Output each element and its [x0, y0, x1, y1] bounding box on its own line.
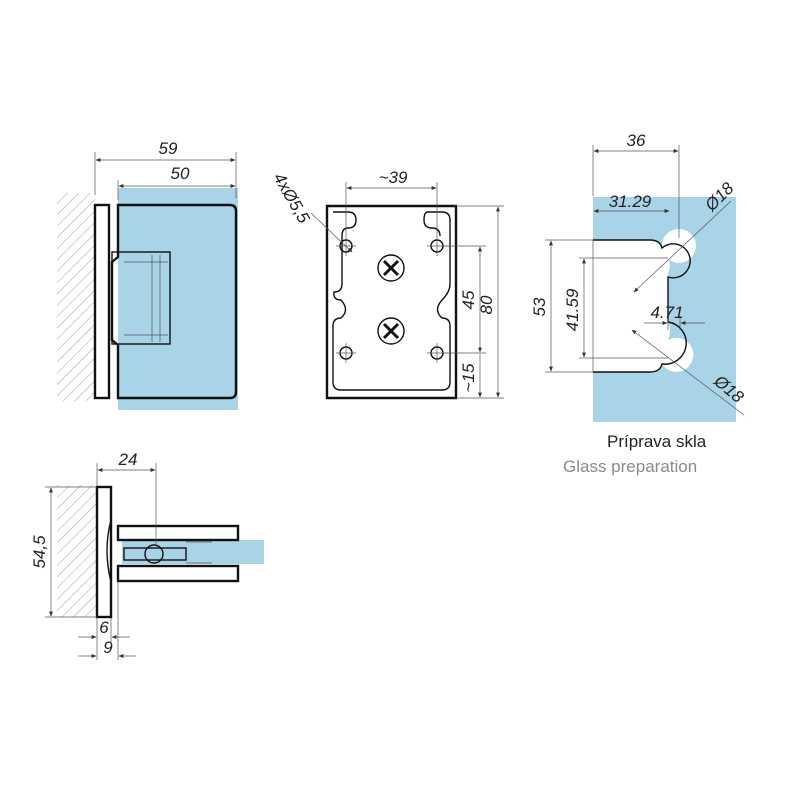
plate-view: ~39 4xØ5,5 80 45 ~15: [270, 168, 504, 400]
glass-panel: [118, 188, 238, 410]
dim-body-width: 50: [171, 164, 190, 183]
hinge-body: [110, 203, 238, 400]
hinge-pin: [144, 544, 164, 564]
dim-notch-depth: 4.71: [650, 303, 683, 322]
dim-plate-thickness: 6: [99, 618, 109, 637]
side-view: 24 54,5 6 9: [30, 450, 264, 660]
dim-hole-vertical: 45: [459, 290, 478, 309]
front-view: 59 50: [57, 139, 238, 410]
dim-height: 54,5: [30, 535, 49, 569]
dim-offset: 24: [118, 450, 138, 469]
plate-outline: [325, 204, 458, 400]
dim-cut-offset: 31.29: [609, 192, 652, 211]
glass-cutout-shape: [593, 197, 736, 422]
dim-hole-edge-offset: ~15: [459, 363, 478, 392]
plate-inner-outline: [332, 211, 451, 391]
clamp-bottom: [116, 564, 240, 583]
wall-hatch: [57, 485, 97, 617]
dim-hole-spacing: ~39: [379, 168, 408, 187]
clamp-top: [116, 524, 240, 542]
caption-title: Príprava skla: [607, 432, 707, 451]
wall-plate: [93, 203, 111, 400]
glass-cutout-edge: [593, 239, 691, 373]
wall-plate: [95, 485, 113, 619]
screw-icon: [377, 254, 405, 282]
dim-total-thickness: 9: [103, 638, 113, 657]
dim-overall-width: 59: [159, 139, 178, 158]
glass-preparation-view: 36 31.29 Ø18 Ø18 53 41.59 4.71 Príprava …: [530, 131, 748, 476]
dim-overall-height: 53: [530, 297, 549, 316]
caption-subtitle: Glass preparation: [563, 457, 697, 476]
dim-cut-height: 41.59: [563, 288, 582, 331]
dim-cut-width: 36: [627, 131, 646, 150]
hinge-knuckle: [111, 251, 171, 345]
dim-hole-diameter: 4xØ5,5: [270, 170, 314, 227]
wall-hatch: [57, 193, 95, 401]
screw-icon: [377, 317, 405, 345]
